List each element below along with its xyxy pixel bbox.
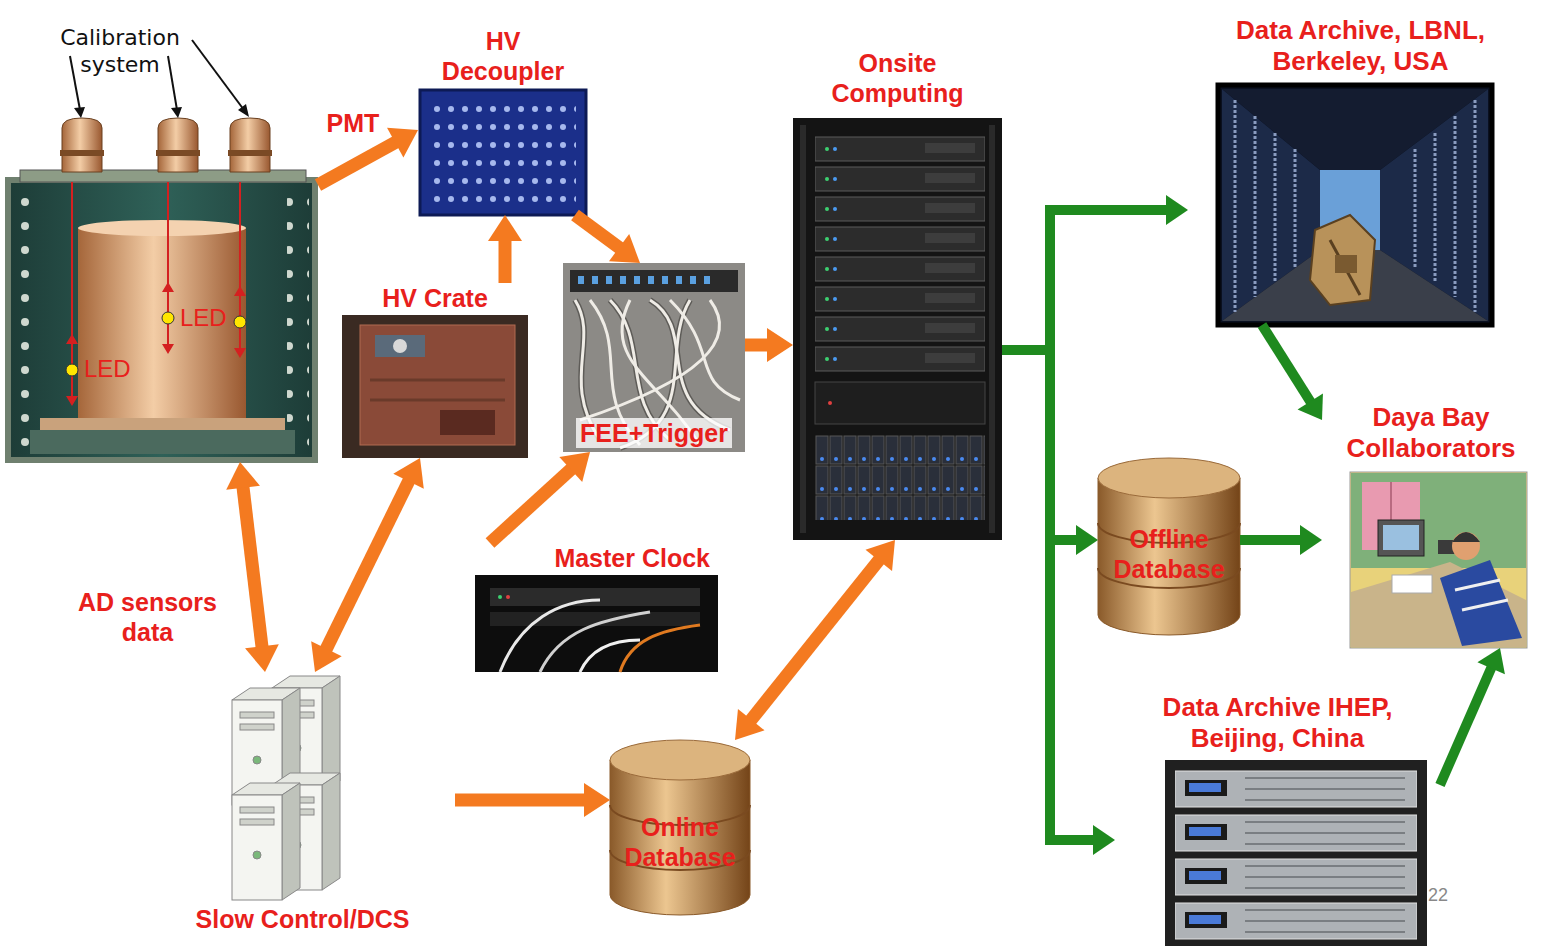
hv-decoupler-box: HV Decoupler	[418, 26, 588, 215]
data-transfer-arrow	[1440, 648, 1505, 785]
nas-rack-photo	[1165, 760, 1427, 946]
arrow-head	[584, 783, 610, 817]
connector-line	[455, 794, 586, 807]
node-heading: HV Decoupler	[433, 26, 573, 86]
online-database-cylinder	[610, 740, 750, 915]
signal-arrow	[311, 458, 424, 672]
data-archive-box: Data Archive IHEP, Beijing, China	[1115, 692, 1440, 946]
data-transfer-arrow	[1002, 195, 1188, 350]
arrow-head	[393, 458, 424, 489]
signal-arrow	[226, 462, 279, 672]
arrow-head	[609, 234, 640, 263]
page-number: 22	[1428, 885, 1448, 906]
connector-line	[318, 142, 397, 185]
onsite-computing-box: Onsite Computing	[793, 48, 1002, 540]
arrow-head	[1300, 525, 1322, 555]
connector-line	[745, 339, 769, 352]
master-clock-box: Master Clock	[475, 543, 718, 672]
node-heading: Calibration system	[45, 25, 195, 78]
arrow-head	[245, 644, 279, 672]
arrow-head	[311, 641, 342, 672]
connector-line	[1002, 350, 1078, 540]
arrow-head	[865, 540, 895, 571]
node-heading: Slow Control/DCS	[150, 904, 455, 934]
arrow-head	[1477, 648, 1504, 674]
arrow-head	[767, 328, 793, 362]
connector-line	[1440, 666, 1492, 785]
led-label: LED	[180, 304, 227, 332]
connector-line	[575, 215, 621, 249]
database-cylinder: Offline Database	[1098, 458, 1240, 635]
signal-arrow	[745, 328, 793, 362]
collaborator-cartoon	[1350, 472, 1527, 648]
fee-trigger-box: FEE+Trigger	[563, 263, 745, 452]
arrow-head	[488, 215, 522, 241]
node-heading: FEE+Trigger	[576, 418, 732, 448]
signal-arrow	[455, 783, 610, 817]
node-heading: Daya Bay Collaborators	[1322, 402, 1540, 464]
database-cylinder: Online Database	[610, 740, 750, 915]
server-rack-photo	[793, 118, 1002, 540]
slow-control-servers	[232, 676, 340, 900]
connector-line	[1240, 535, 1302, 545]
connector-line	[1002, 350, 1095, 840]
led-label: LED	[84, 355, 131, 383]
offline-database-cylinder	[1098, 458, 1240, 635]
collaborators-box: Daya Bay Collaborators	[1322, 402, 1540, 648]
node-heading: Online Database	[610, 812, 750, 872]
antineutrino-detector	[8, 118, 315, 460]
node-heading: HV Crate	[342, 283, 528, 313]
arrow-head	[226, 462, 260, 490]
data-archive-box: Data Archive, LBNL, Berkeley, USA	[1188, 15, 1533, 325]
data-transfer-arrow	[1240, 525, 1322, 555]
master-clock-photo	[475, 575, 718, 672]
connector-line	[490, 468, 572, 543]
tape-library-photo	[1218, 85, 1492, 325]
arrow-head	[1076, 525, 1098, 555]
node-heading: Data Archive IHEP, Beijing, China	[1115, 692, 1440, 754]
connector-line	[243, 486, 262, 648]
edge-label: PMT	[324, 108, 383, 138]
signal-arrow	[490, 452, 590, 543]
signal-arrow	[575, 215, 640, 263]
hv-decoupler-board	[420, 90, 586, 215]
node-heading: Master Clock	[475, 543, 718, 573]
hv-crate-photo	[342, 315, 528, 458]
signal-arrow	[735, 540, 895, 740]
connector-line	[750, 559, 880, 722]
data-transfer-arrow	[1002, 350, 1115, 855]
arrow-head	[559, 452, 590, 482]
arrow-head	[1166, 195, 1188, 225]
connector-line	[326, 480, 410, 651]
arrow-head	[1298, 393, 1323, 420]
node-heading: Onsite Computing	[818, 48, 978, 108]
edge-label: AD sensors data	[65, 587, 231, 647]
arrow-head	[1093, 825, 1115, 855]
node-heading: Data Archive, LBNL, Berkeley, USA	[1188, 15, 1533, 77]
arrow-head	[387, 128, 418, 158]
connector-line	[499, 239, 512, 283]
arrow-head	[735, 709, 765, 740]
detector-figure: Calibration systemLED LED	[5, 25, 318, 462]
hv-crate-box: HV Crate	[342, 283, 528, 458]
node-heading: Offline Database	[1098, 524, 1240, 584]
data-transfer-arrow	[1262, 325, 1323, 420]
signal-arrow	[488, 215, 522, 283]
connector-line	[1262, 325, 1311, 403]
slow-control-box: Slow Control/DCS	[150, 672, 455, 934]
connector-line	[1002, 210, 1168, 350]
fee-trigger-photo	[563, 263, 745, 452]
